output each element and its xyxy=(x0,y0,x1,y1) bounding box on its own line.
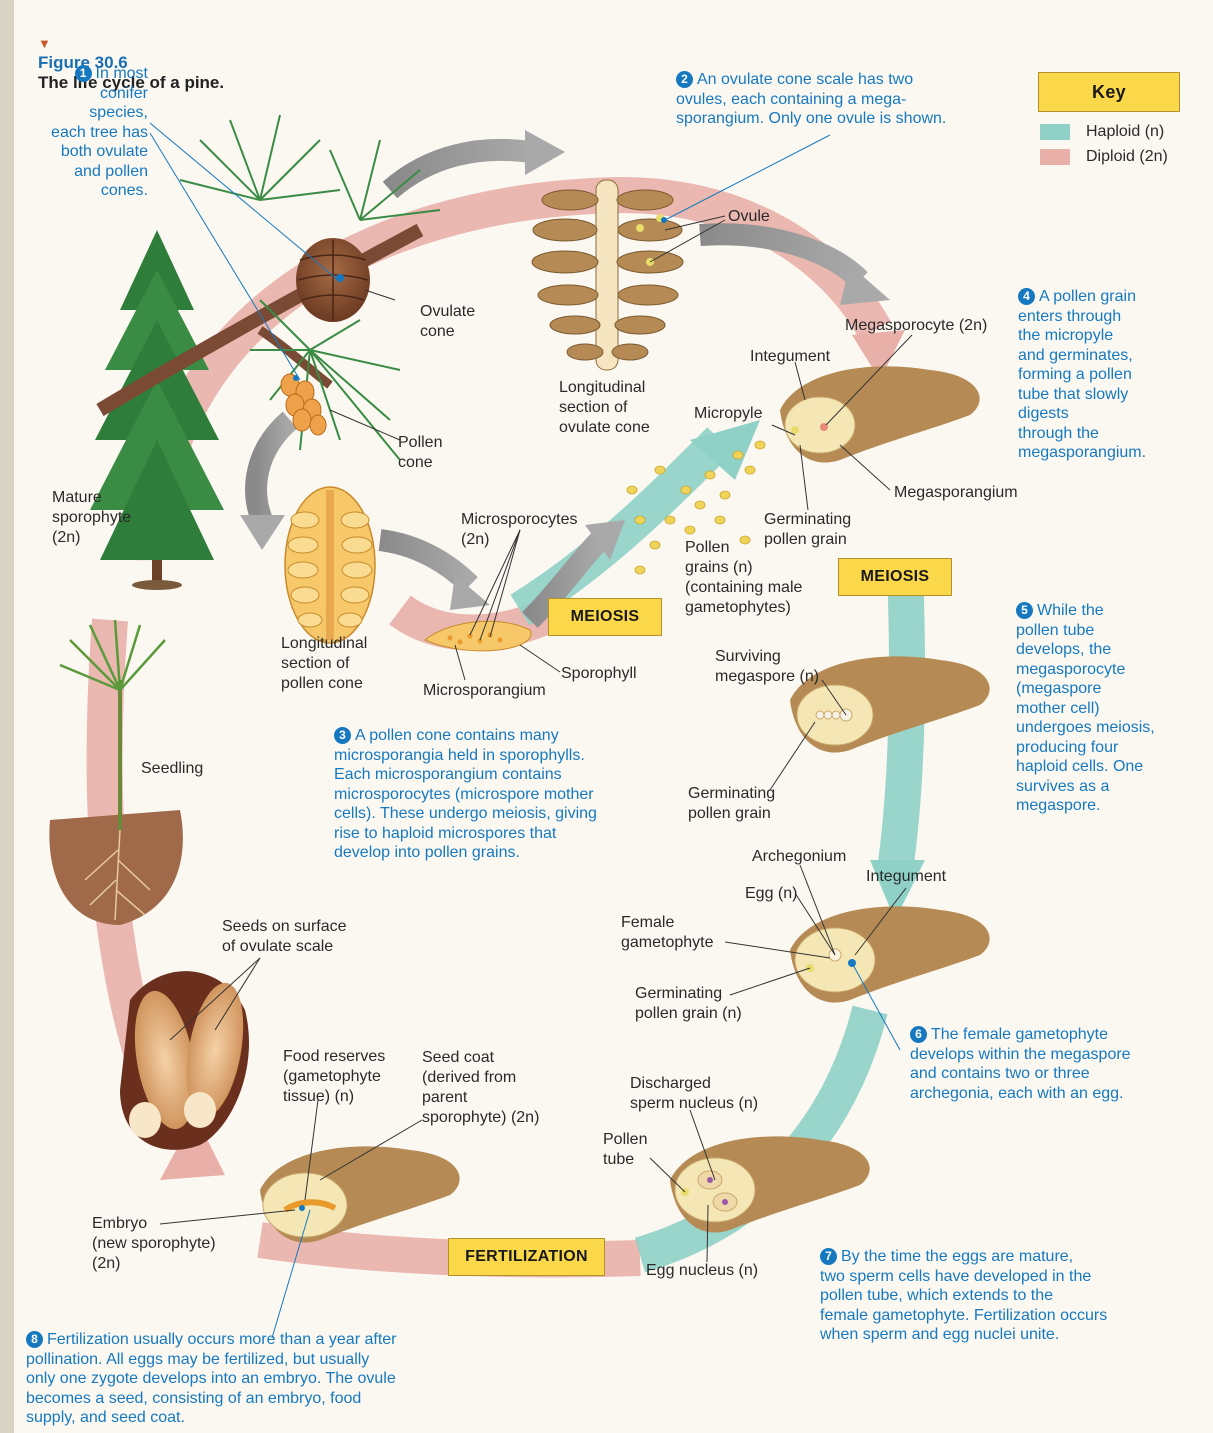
label-ovule: Ovule xyxy=(728,207,770,227)
label-seedling: Seedling xyxy=(141,759,203,779)
meiosis-box-left: MEIOSIS xyxy=(548,598,662,636)
page-gutter-shadow xyxy=(0,0,14,1433)
step-5-number: 5 xyxy=(1016,602,1033,619)
key-diploid-label: Diploid (2n) xyxy=(1086,147,1168,167)
label-egg: Egg (n) xyxy=(745,884,797,904)
label-archegonium: Archegonium xyxy=(752,847,846,867)
fertilization-box: FERTILIZATION xyxy=(448,1238,605,1276)
label-micropyle: Micropyle xyxy=(694,404,762,424)
label-germinating-pollen-mid: Germinating pollen grain xyxy=(688,784,775,824)
label-sporophyll: Sporophyll xyxy=(561,664,637,684)
step-4: 4A pollen grain enters through the micro… xyxy=(1018,287,1146,463)
ovule-female-gametophyte xyxy=(790,906,990,1002)
step-8-number: 8 xyxy=(26,1331,43,1348)
ovulate-cone-illustration xyxy=(296,238,370,322)
step-4-number: 4 xyxy=(1018,288,1035,305)
step-7: 7By the time the eggs are mature, two sp… xyxy=(820,1247,1107,1345)
meiosis-box-right: MEIOSIS xyxy=(838,558,952,596)
label-megasporangium: Megasporangium xyxy=(894,483,1018,503)
step-8-text: Fertilization usually occurs more than a… xyxy=(26,1331,396,1426)
step-2-text: An ovulate cone scale has two ovules, ea… xyxy=(676,71,946,127)
label-female-gametophyte: Female gametophyte xyxy=(621,913,714,953)
step-1: 1In most conifer species, each tree has … xyxy=(38,64,148,201)
label-mature-sporophyte: Mature sporophyte (2n) xyxy=(52,488,131,548)
key-haploid-swatch xyxy=(1040,124,1070,140)
label-surviving-megaspore: Surviving megaspore (n) xyxy=(715,647,819,687)
label-seeds-on-surface: Seeds on surface of ovulate scale xyxy=(222,917,347,957)
step-8: 8Fertilization usually occurs more than … xyxy=(26,1330,396,1428)
label-pollen-cone: Pollen cone xyxy=(398,433,442,473)
label-pollen-tube: Pollen tube xyxy=(603,1130,647,1170)
seed-scale-illustration xyxy=(120,971,252,1150)
step-3-number: 3 xyxy=(334,727,351,744)
ovulate-cone-section-illustration xyxy=(532,180,683,370)
label-microsporangium: Microsporangium xyxy=(423,681,546,701)
step-3: 3A pollen cone contains many microsporan… xyxy=(334,726,597,863)
step-7-text: By the time the eggs are mature, two spe… xyxy=(820,1248,1107,1343)
label-discharged-sperm: Discharged sperm nucleus (n) xyxy=(630,1074,758,1114)
step-5: 5While the pollen tube develops, the meg… xyxy=(1016,601,1155,816)
step-1-text: In most conifer species, each tree has b… xyxy=(51,65,148,199)
step-2-number: 2 xyxy=(676,71,693,88)
step-3-text: A pollen cone contains many microsporang… xyxy=(334,727,597,861)
key-haploid-label: Haploid (n) xyxy=(1086,122,1164,142)
label-longitudinal-section-pollen: Longitudinal section of pollen cone xyxy=(281,634,367,694)
label-egg-nucleus: Egg nucleus (n) xyxy=(646,1261,758,1281)
label-germinating-pollen-low: Germinating pollen grain (n) xyxy=(635,984,742,1024)
label-microsporocytes: Microsporocytes (2n) xyxy=(461,510,577,550)
figure-marker-icon: ▼ xyxy=(38,36,51,51)
label-seed-coat: Seed coat (derived from parent sporophyt… xyxy=(422,1048,539,1128)
label-integument-top: Integument xyxy=(750,347,830,367)
ovule-embryo xyxy=(260,1146,460,1242)
pollen-cone-section-illustration xyxy=(285,487,375,643)
key-diploid-swatch xyxy=(1040,149,1070,165)
step-2: 2An ovulate cone scale has two ovules, e… xyxy=(676,70,946,129)
key-title: Key xyxy=(1038,72,1180,112)
step-6-number: 6 xyxy=(910,1026,927,1043)
ovule-fertilization xyxy=(670,1136,870,1232)
label-megasporocyte: Megasporocyte (2n) xyxy=(845,316,987,336)
label-ovulate-cone: Ovulate cone xyxy=(420,302,475,342)
label-food-reserves: Food reserves (gametophyte tissue) (n) xyxy=(283,1047,385,1107)
step-4-text: A pollen grain enters through the microp… xyxy=(1018,288,1146,461)
label-embryo: Embryo (new sporophyte) (2n) xyxy=(92,1214,216,1274)
step-7-number: 7 xyxy=(820,1248,837,1265)
label-longitudinal-section-ovulate: Longitudinal section of ovulate cone xyxy=(559,378,650,438)
label-pollen-grains: Pollen grains (n) (containing male gamet… xyxy=(685,538,802,618)
step-1-number: 1 xyxy=(75,65,92,82)
step-6: 6The female gametophyte develops within … xyxy=(910,1025,1131,1103)
step-6-text: The female gametophyte develops within t… xyxy=(910,1026,1131,1102)
label-integument-mid: Integument xyxy=(866,867,946,887)
ovule-megasporangium-top xyxy=(780,366,980,462)
step-5-text: While the pollen tube develops, the mega… xyxy=(1016,602,1155,814)
